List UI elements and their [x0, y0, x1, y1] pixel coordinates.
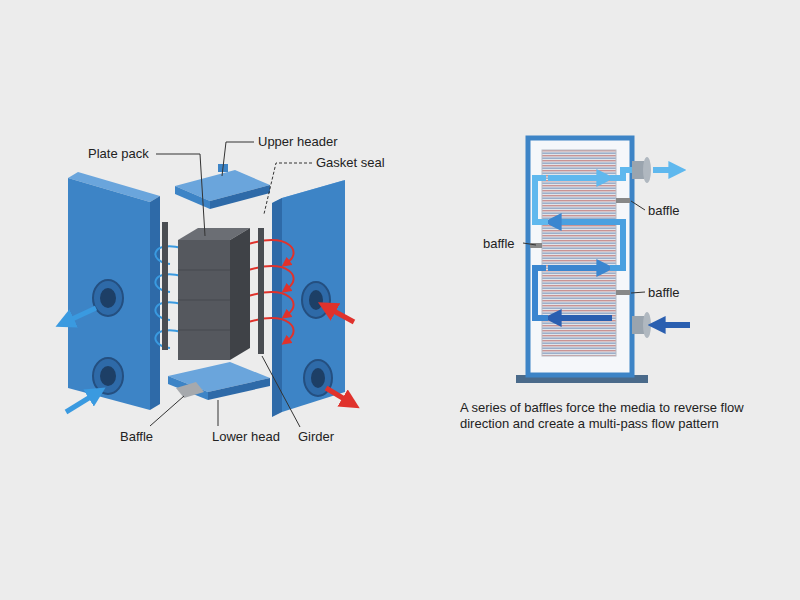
part-label: Upper header — [258, 134, 338, 149]
part-label: baffle — [483, 236, 515, 251]
left-cover-panel — [68, 172, 160, 410]
part-label: Gasket seal — [316, 155, 385, 170]
leader-line — [523, 201, 645, 293]
part-label: baffle — [648, 285, 680, 300]
part-label: Girder — [298, 429, 334, 444]
right-cover-panel — [272, 180, 345, 417]
part-label: Plate pack — [88, 146, 149, 161]
lower-head — [168, 362, 270, 400]
part-label: baffle — [648, 203, 680, 218]
flow-arrow — [66, 308, 354, 412]
girder — [162, 222, 264, 354]
plate-pack — [178, 228, 250, 360]
part-label: Baffle — [120, 429, 153, 444]
part-label: Lower head — [212, 429, 280, 444]
multi-pass-schematic — [516, 138, 690, 383]
leader-line — [150, 142, 312, 427]
caption: A series of baffles force the media to r… — [460, 400, 760, 432]
